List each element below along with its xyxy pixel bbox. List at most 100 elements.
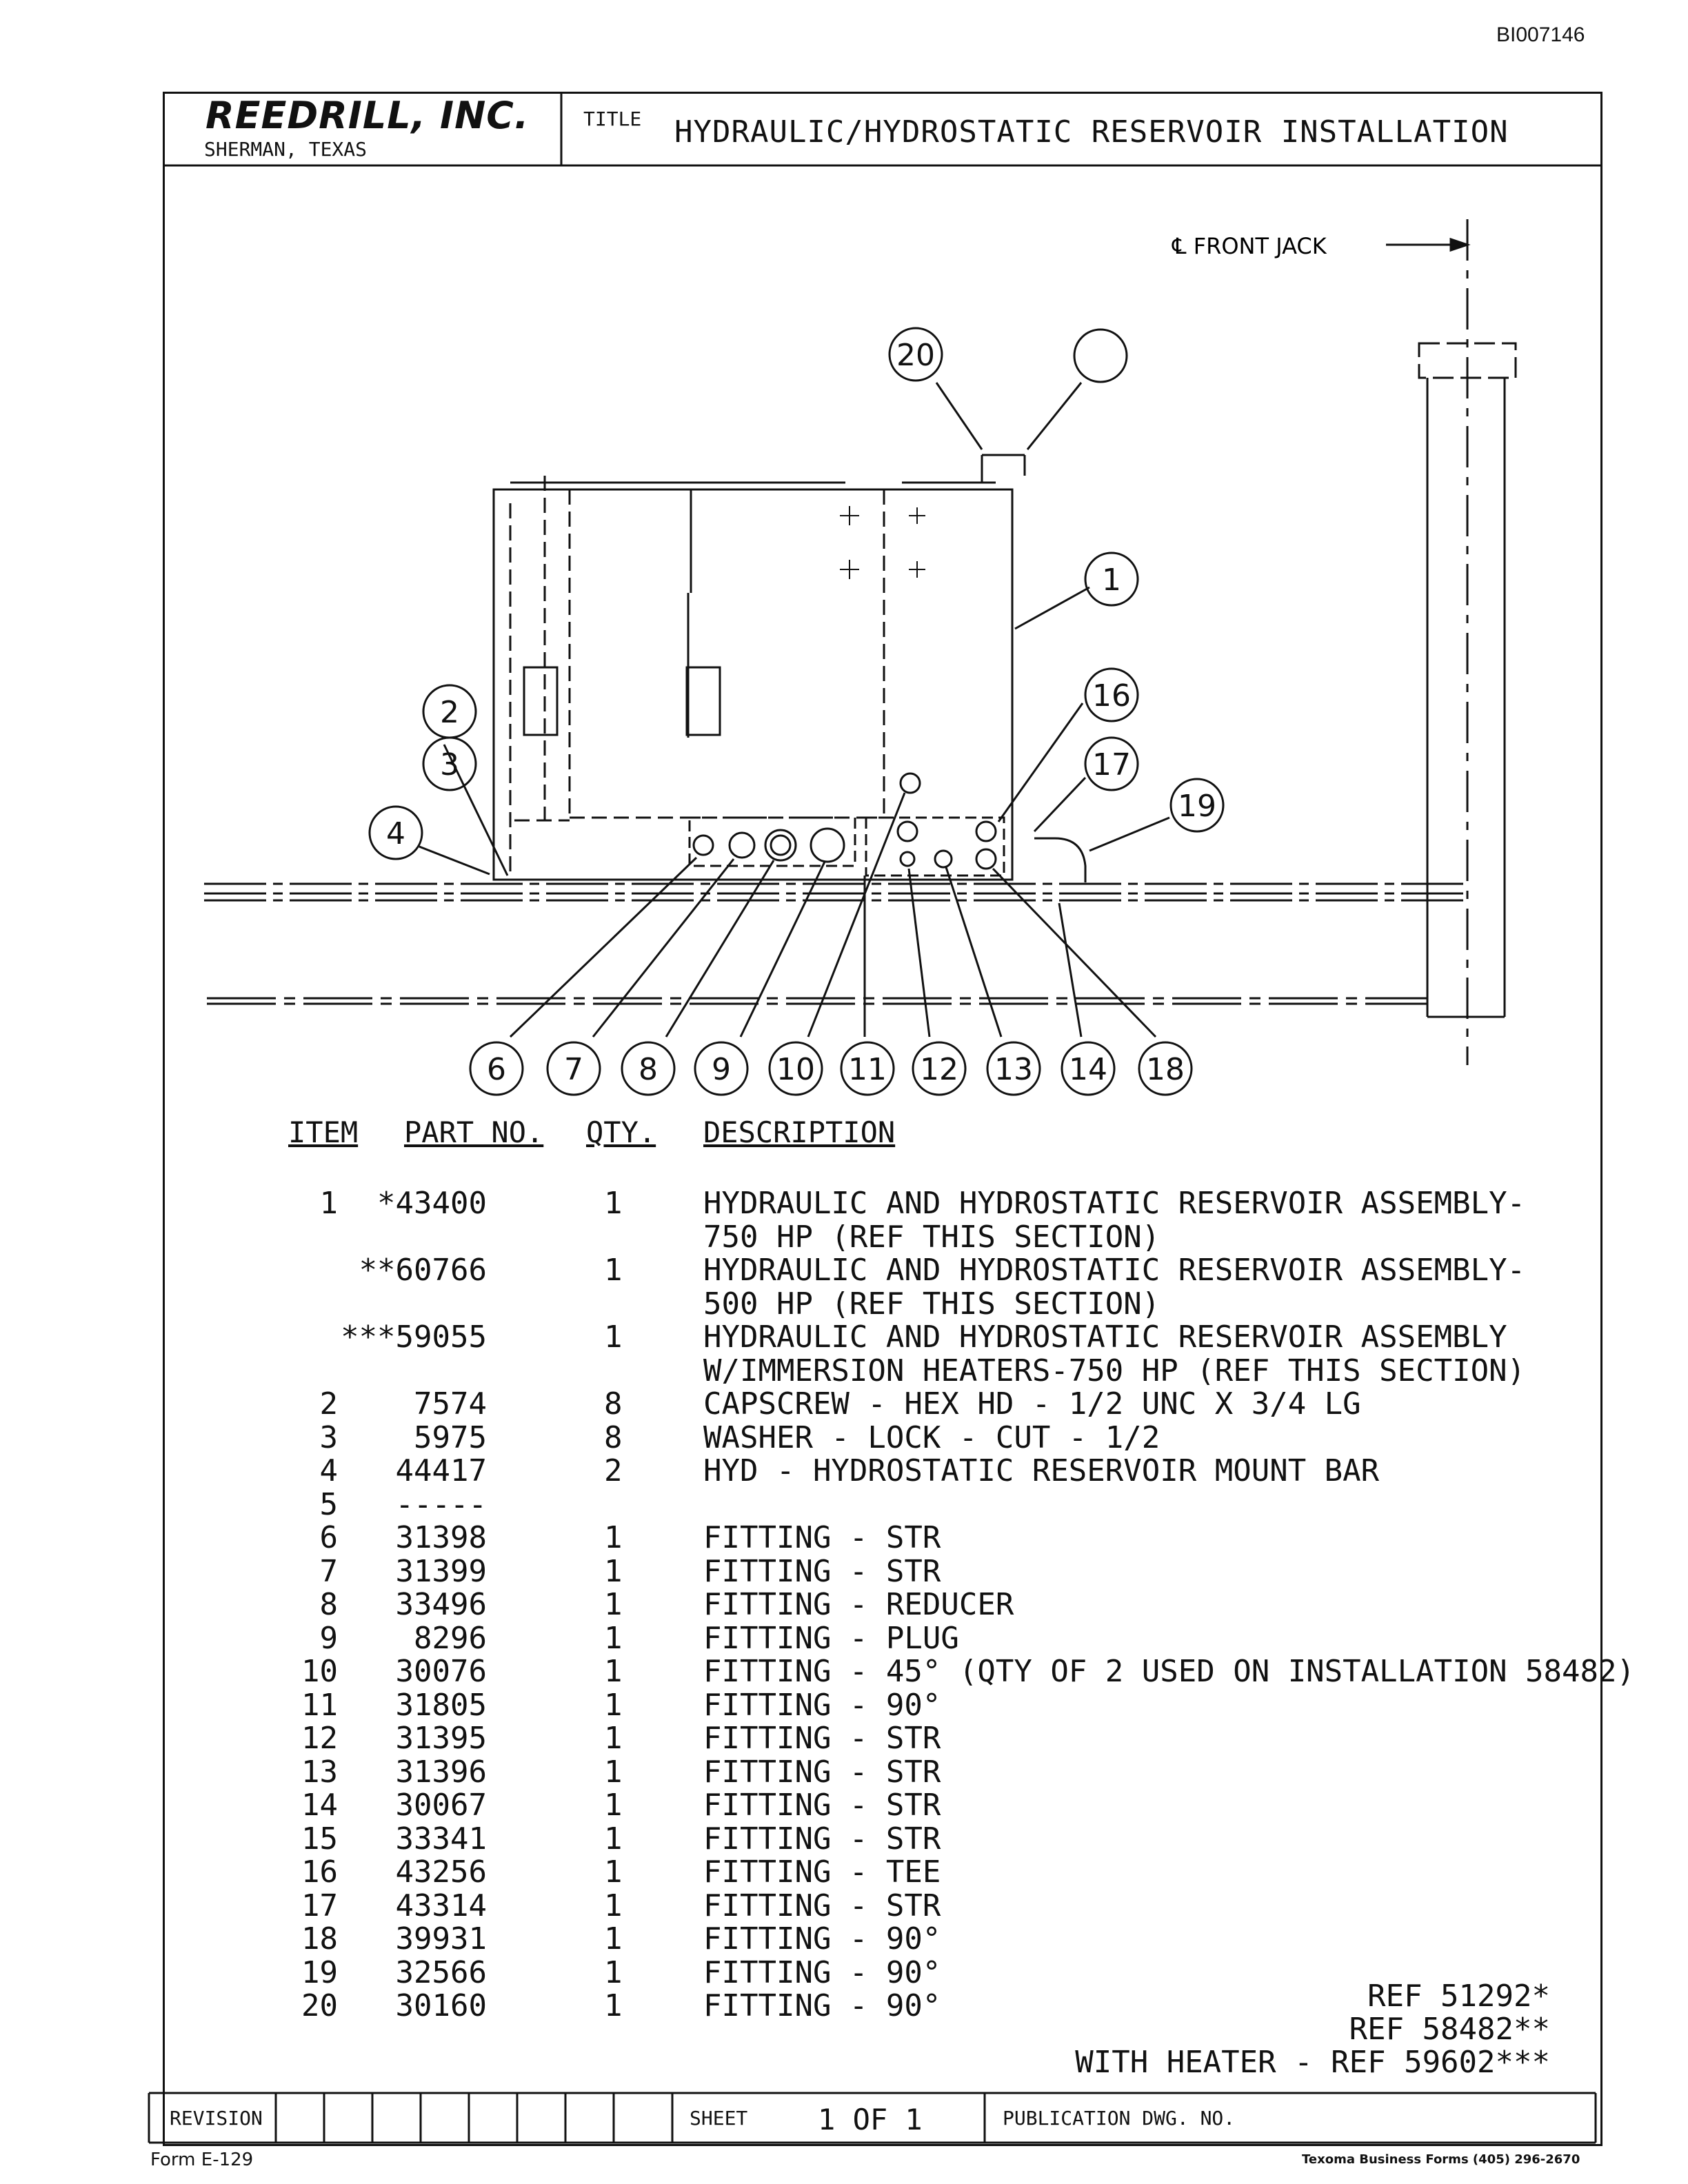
description-line: FITTING - 90° xyxy=(703,1988,941,2023)
quantity: 1 xyxy=(604,1754,623,1790)
description-line: FITTING - PLUG xyxy=(703,1620,959,1656)
quantity: 1 xyxy=(604,1620,623,1656)
front-jack-label: ℄ FRONT JACK xyxy=(1172,233,1327,259)
reference-line: WITH HEATER - REF 59602*** xyxy=(1075,2045,1550,2080)
item-number: 13 xyxy=(301,1754,338,1790)
part-number: 31805 xyxy=(395,1687,487,1723)
quantity: 1 xyxy=(604,1654,623,1689)
quantity: 1 xyxy=(604,1253,623,1288)
quantity: 1 xyxy=(604,1854,623,1890)
item-number: 18 xyxy=(301,1921,338,1957)
quantity: 1 xyxy=(604,1888,623,1923)
quantity: 1 xyxy=(604,1320,623,1355)
description-line: FITTING - STR xyxy=(703,1821,941,1857)
part-number: 30067 xyxy=(395,1788,487,1823)
quantity: 1 xyxy=(604,1821,623,1857)
part-number: 30076 xyxy=(395,1654,487,1689)
description-line: HYDRAULIC AND HYDROSTATIC RESERVOIR ASSE… xyxy=(703,1253,1526,1288)
quantity: 1 xyxy=(604,1587,623,1622)
item-number: 9 xyxy=(319,1620,339,1656)
part-number: 33496 xyxy=(395,1587,487,1622)
company-name: REEDRILL, INC. xyxy=(205,94,530,137)
part-number: *43400 xyxy=(377,1186,487,1221)
description-line: FITTING - STR xyxy=(703,1520,941,1555)
document-id: BI007146 xyxy=(1496,23,1585,46)
description-line: HYDRAULIC AND HYDROSTATIC RESERVOIR ASSE… xyxy=(703,1186,1526,1221)
item-number: 12 xyxy=(301,1721,338,1756)
description-line: CAPSCREW - HEX HD - 1/2 UNC X 3/4 LG xyxy=(703,1386,1361,1422)
reference-line: REF 58482** xyxy=(1349,2012,1550,2047)
quantity: 1 xyxy=(604,1721,623,1756)
description-line: FITTING - 90° xyxy=(703,1687,941,1723)
description-line: 750 HP (REF THIS SECTION) xyxy=(703,1219,1160,1255)
item-number: 14 xyxy=(301,1788,338,1823)
reference-line: REF 51292* xyxy=(1367,1979,1550,2014)
quantity: 1 xyxy=(604,1553,623,1589)
quantity: 1 xyxy=(604,1687,623,1723)
balloon-label: 6 xyxy=(487,1052,506,1087)
part-number: 33341 xyxy=(395,1821,487,1857)
balloon-label: 3 xyxy=(440,747,459,782)
description-line: FITTING - STR xyxy=(703,1888,941,1923)
quantity: 1 xyxy=(604,1921,623,1957)
description-line: FITTING - 90° xyxy=(703,1954,941,1990)
part-number: 43256 xyxy=(395,1854,487,1890)
quantity: 1 xyxy=(604,1186,623,1221)
sheet-label: SHEET xyxy=(690,2107,748,2130)
part-number: 39931 xyxy=(395,1921,487,1957)
part-number: ***59055 xyxy=(341,1320,487,1355)
balloon-label: 17 xyxy=(1092,747,1131,782)
balloon-label: 7 xyxy=(564,1052,583,1087)
item-number: 17 xyxy=(301,1888,338,1923)
part-number: 7574 xyxy=(414,1386,487,1422)
balloon-label: 8 xyxy=(639,1052,658,1087)
balloon-label: 13 xyxy=(994,1052,1033,1087)
balloon-label: 10 xyxy=(776,1052,815,1087)
balloon-label: 20 xyxy=(896,338,935,373)
header-qty: QTY. xyxy=(586,1115,656,1149)
part-number: 43314 xyxy=(395,1888,487,1923)
title-label: TITLE xyxy=(583,108,642,130)
part-number: 44417 xyxy=(395,1453,487,1488)
description-line: HYDRAULIC AND HYDROSTATIC RESERVOIR ASSE… xyxy=(703,1320,1507,1355)
balloon-label: 16 xyxy=(1092,678,1131,714)
description-line: FITTING - 45° (QTY OF 2 USED ON INSTALLA… xyxy=(703,1654,1636,1689)
item-number: 20 xyxy=(301,1988,338,2023)
item-number: 2 xyxy=(319,1386,339,1422)
description-line: FITTING - STR xyxy=(703,1553,941,1589)
description-line: FITTING - REDUCER xyxy=(703,1587,1014,1622)
balloon-label: 1 xyxy=(1102,563,1121,598)
quantity: 1 xyxy=(604,1988,623,2023)
item-number: 5 xyxy=(319,1486,339,1522)
item-number: 4 xyxy=(319,1453,339,1488)
balloon-label: 4 xyxy=(386,816,405,851)
item-number: 11 xyxy=(301,1687,338,1723)
quantity: 8 xyxy=(604,1386,623,1422)
quantity: 2 xyxy=(604,1453,623,1488)
publication-label: PUBLICATION DWG. NO. xyxy=(1003,2107,1236,2130)
balloon-label: 14 xyxy=(1069,1052,1107,1087)
description-line: WASHER - LOCK - CUT - 1/2 xyxy=(703,1419,1160,1455)
description-line: W/IMMERSION HEATERS-750 HP (REF THIS SEC… xyxy=(703,1353,1526,1388)
description-line: HYD - HYDROSTATIC RESERVOIR MOUNT BAR xyxy=(703,1453,1380,1488)
description-line: FITTING - 90° xyxy=(703,1921,941,1957)
description-line: FITTING - STR xyxy=(703,1721,941,1756)
drawing-frame xyxy=(163,92,1602,2146)
item-number: 16 xyxy=(301,1854,338,1890)
part-number: 31395 xyxy=(395,1721,487,1756)
part-number: 8296 xyxy=(414,1620,487,1656)
reference-notes: REF 51292* REF 58482** WITH HEATER - REF… xyxy=(1075,1980,1550,2079)
sheet-value: 1 OF 1 xyxy=(818,2103,923,2136)
header-part-no: PART NO. xyxy=(404,1115,544,1149)
part-number: 31398 xyxy=(395,1520,487,1555)
quantity: 1 xyxy=(604,1788,623,1823)
part-number: 30160 xyxy=(395,1988,487,2023)
quantity: 1 xyxy=(604,1520,623,1555)
part-number: **60766 xyxy=(359,1253,487,1288)
item-number: 7 xyxy=(319,1553,339,1589)
item-number: 1 xyxy=(319,1186,339,1221)
part-number: 31399 xyxy=(395,1553,487,1589)
balloon-label: 19 xyxy=(1178,789,1216,824)
item-number: 19 xyxy=(301,1954,338,1990)
balloon-label: 9 xyxy=(712,1052,731,1087)
